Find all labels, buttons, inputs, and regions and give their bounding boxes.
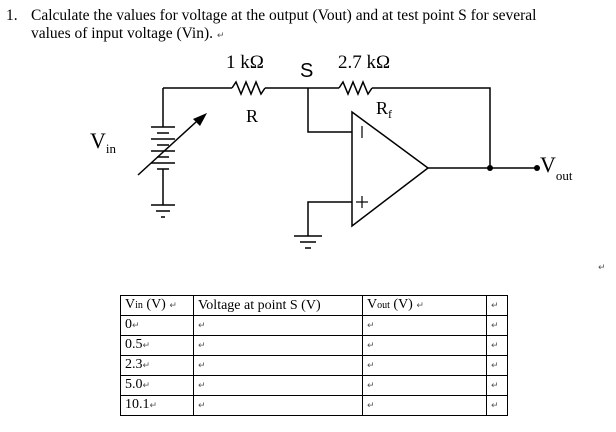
op-amp-circuit-diagram: 1 kΩ R S 2.7 kΩ Rf Vin Vout ↵ ↵ [90, 52, 606, 273]
header-voltage-s: Voltage at point S (V) [193, 295, 363, 316]
node-s-label: S [300, 60, 313, 82]
vout-cell[interactable]: ↵ [362, 375, 487, 396]
vout-cell[interactable]: ↵ [362, 335, 487, 356]
variable-source-arrow [137, 121, 197, 176]
header-vin: Vin (V) ↵ [120, 295, 194, 316]
vin-label-sub: in [106, 141, 117, 156]
vin-cell: 2.3↵ [120, 355, 194, 376]
row-end-mark: ↵ [486, 315, 508, 336]
feedback-wire [372, 87, 491, 168]
row-end-mark: ↵ [486, 295, 508, 316]
resistor-rf [338, 80, 373, 96]
results-table: Vin (V) ↵ Voltage at point S (V) Vout (V… [120, 295, 508, 416]
table-row: 0↵ ↵ ↵ ↵ [120, 315, 508, 336]
rf-label-main: R [376, 98, 388, 118]
vin-label-main: V [90, 128, 106, 153]
question-text-line-1: Calculate the values for voltage at the … [31, 7, 537, 24]
rf-label-sub: f [388, 107, 392, 121]
vout-cell[interactable]: ↵ [362, 395, 487, 416]
paragraph-mark-right: ↵ [598, 263, 606, 273]
table-row: 0.5↵ ↵ ↵ ↵ [120, 335, 508, 356]
resistor-r1 [231, 80, 266, 96]
inverting-input-wire [307, 88, 352, 133]
header-vout: Vout (V) ↵ [362, 295, 487, 316]
output-junction-dot [487, 165, 493, 171]
question-text-line-2-text: values of input voltage (Vin). [31, 25, 214, 42]
vout-cell[interactable]: ↵ [362, 355, 487, 376]
row-end-mark: ↵ [486, 355, 508, 376]
vin-label: Vin [90, 128, 117, 156]
r1-label: R [246, 106, 258, 126]
vout-label: Vout [540, 152, 573, 183]
vin-cell: 5.0↵ [120, 375, 194, 396]
rf-value-label: 2.7 kΩ [338, 52, 390, 73]
output-terminal-dot [534, 165, 540, 171]
question-number: 1. [6, 7, 18, 24]
vin-cell: 10.1↵ [120, 395, 194, 416]
vout-label-sub: out [556, 168, 573, 183]
voltage-s-cell[interactable]: ↵ [193, 395, 363, 416]
voltage-s-cell[interactable]: ↵ [193, 375, 363, 396]
question-text-line-2: values of input voltage (Vin). ↵ [31, 25, 224, 45]
voltage-s-cell[interactable]: ↵ [193, 335, 363, 356]
table-row: 2.3↵ ↵ ↵ ↵ [120, 355, 508, 376]
voltage-s-cell[interactable]: ↵ [193, 355, 363, 376]
table-row: 5.0↵ ↵ ↵ ↵ [120, 375, 508, 396]
op-amp-symbol [351, 110, 430, 228]
vout-cell[interactable]: ↵ [362, 315, 487, 336]
row-end-mark: ↵ [486, 395, 508, 416]
arrow-head-icon [193, 113, 207, 126]
rf-label: Rf [376, 98, 392, 121]
table-header-row: Vin (V) ↵ Voltage at point S (V) Vout (V… [120, 295, 508, 316]
r1-value-label: 1 kΩ [226, 52, 264, 73]
table-row: 10.1↵ ↵ ↵ ↵ [120, 395, 508, 416]
paragraph-mark: ↵ [216, 31, 225, 41]
voltage-s-cell[interactable]: ↵ [193, 315, 363, 336]
vin-cell: 0.5↵ [120, 335, 194, 356]
row-end-mark: ↵ [486, 335, 508, 356]
vout-label-main: V [540, 152, 556, 177]
noninverting-input-wire [307, 201, 352, 236]
vin-cell: 0↵ [120, 315, 194, 336]
row-end-mark: ↵ [486, 375, 508, 396]
